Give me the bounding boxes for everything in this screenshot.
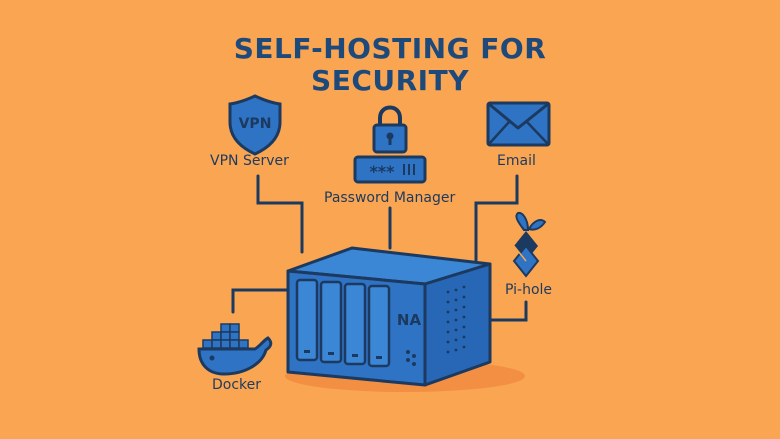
vpn-server-label: VPN Server (210, 153, 289, 169)
password-manager-label: Password Manager (324, 190, 456, 206)
shield-icon-text: VPN (239, 116, 272, 132)
nas-vent-holes (446, 285, 466, 354)
connector-pihole (488, 300, 528, 322)
shield-icon: VPN (228, 94, 282, 156)
docker-label: Docker (212, 377, 262, 393)
password-field-icon: *** (353, 155, 427, 184)
connector-lines (231, 174, 528, 322)
nas-server-icon: NA (285, 246, 525, 392)
docker-whale-icon (197, 323, 273, 376)
envelope-icon (486, 101, 551, 147)
connector-docker (231, 288, 290, 314)
connector-vpn (256, 174, 304, 254)
email-label: Email (497, 153, 536, 169)
pihole-logo-icon (512, 211, 547, 278)
nas-label: NA (397, 311, 422, 329)
connector-email (474, 174, 519, 262)
padlock-icon (372, 105, 408, 154)
title-line-1: SELF-HOSTING FOR (233, 32, 547, 65)
password-field-text: *** (369, 162, 395, 181)
title-line-2: SECURITY (311, 64, 469, 97)
pihole-label: Pi-hole (505, 282, 553, 298)
